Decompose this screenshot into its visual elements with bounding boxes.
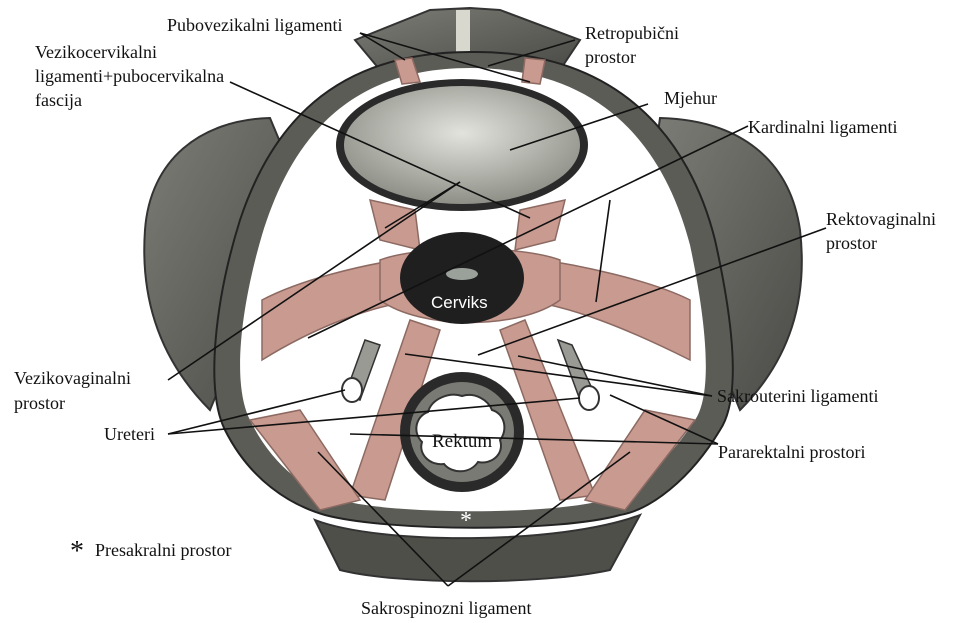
label-sakrospinozni: Sakrospinozni ligament (361, 598, 531, 618)
label-pubovezikalni: Pubovezikalni ligamenti (167, 15, 342, 35)
label-rektovaginalni-1: Rektovaginalni (826, 209, 936, 229)
label-kardinalni: Kardinalni ligamenti (748, 117, 897, 137)
label-vezikovaginalni-1: Vezikovaginalni (14, 368, 131, 388)
rektum-label: Rektum (432, 431, 492, 452)
label-vezikocervikalni-2: ligamenti+pubocervikalna (35, 66, 224, 86)
label-retropubicni-1: Retropubični (585, 23, 679, 43)
label-sakrouterini: Sakrouterini ligamenti (717, 386, 878, 406)
label-vezikocervikalni-3: fascija (35, 90, 82, 110)
label-ureteri: Ureteri (104, 424, 155, 444)
label-rektovaginalni-2: prostor (826, 233, 877, 253)
label-vezikovaginalni-2: prostor (14, 393, 65, 413)
label-vezikocervikalni-1: Vezikocervikalni (35, 42, 157, 62)
label-presakralni: Presakralni prostor (95, 540, 231, 560)
label-pararektalni: Pararektalni prostori (718, 442, 865, 462)
label-presakralni-star: * (70, 536, 84, 567)
label-retropubicni-2: prostor (585, 47, 636, 67)
cerviks-label: Cerviks (431, 293, 488, 312)
label-mjehur: Mjehur (664, 88, 717, 108)
presacral-star: * (460, 508, 472, 534)
